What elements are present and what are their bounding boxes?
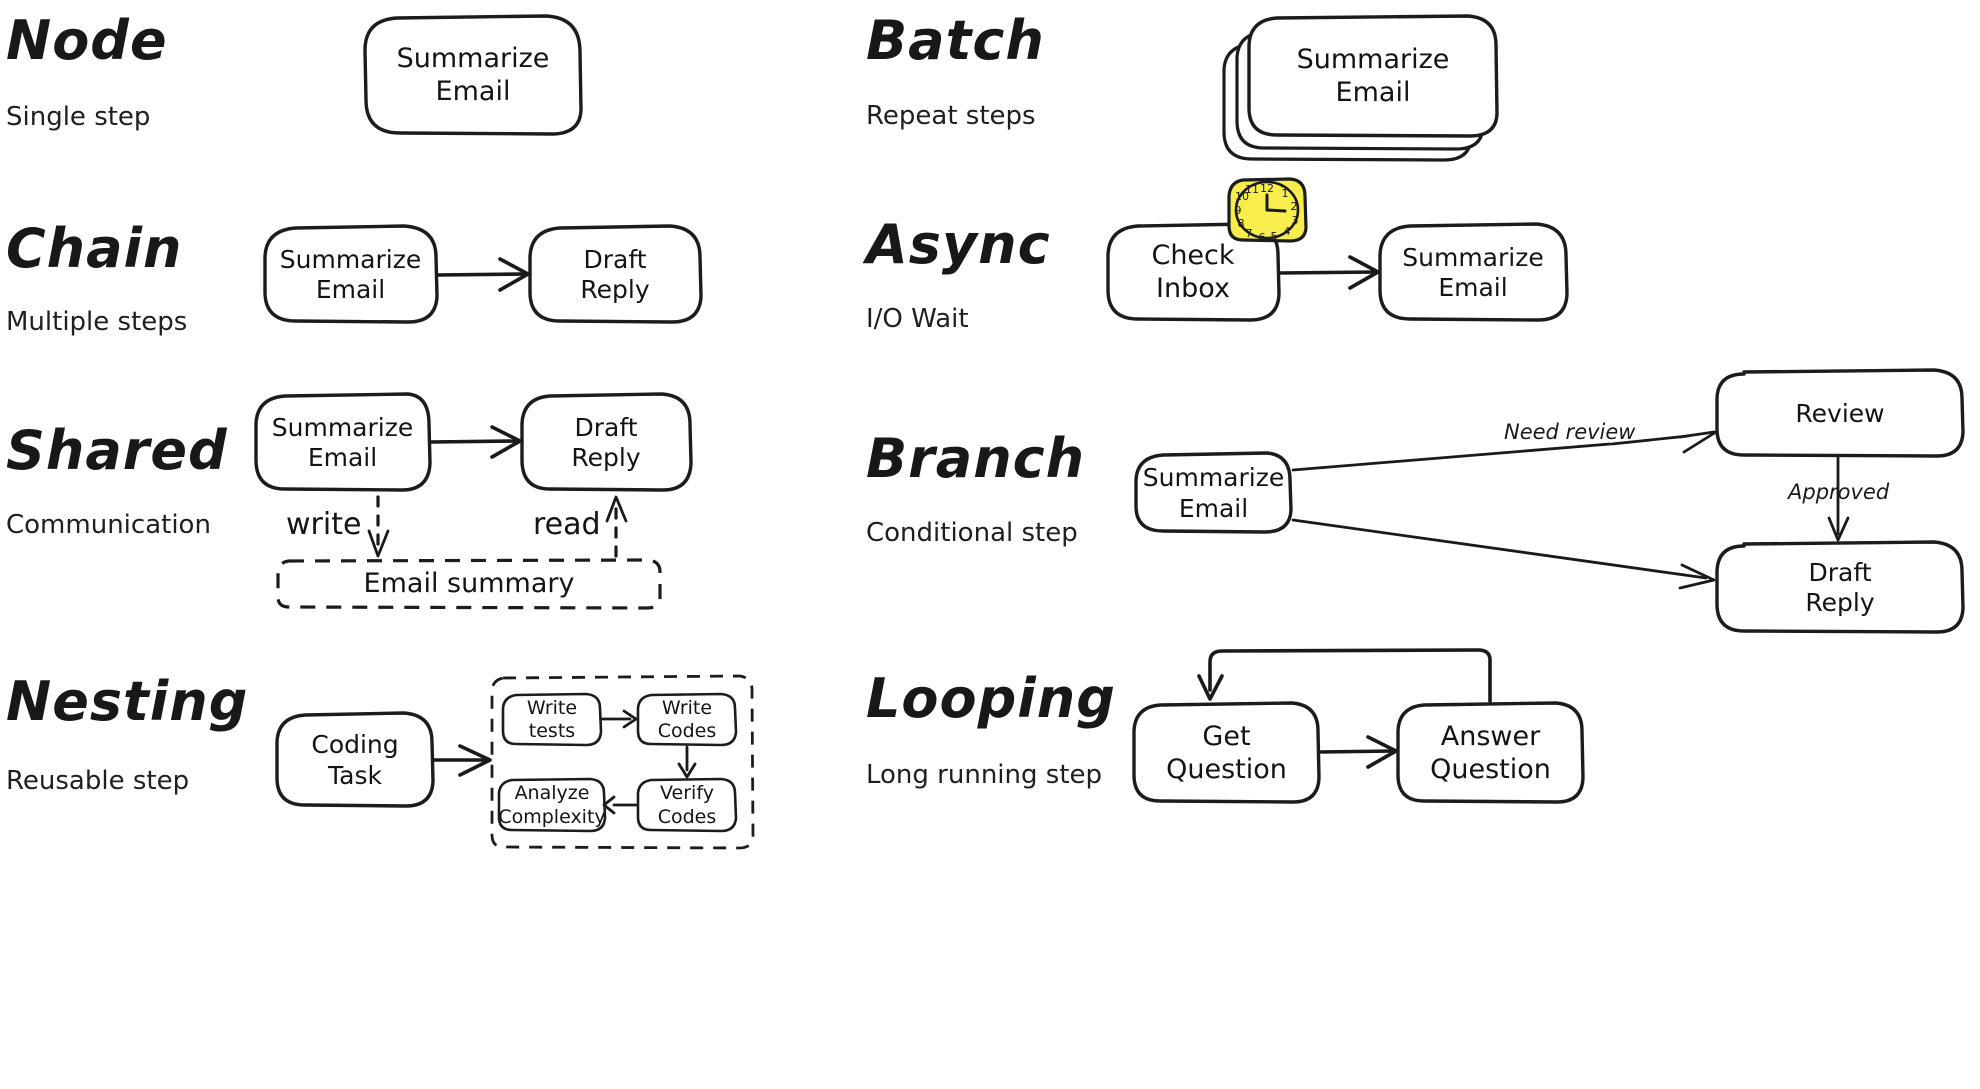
section-subtitle-batch: Repeat steps (866, 101, 1036, 131)
chain-draft-reply-label: Draft Reply (580, 244, 650, 305)
clock-icon: 12 1 2 3 4 5 6 7 8 9 10 11 (1227, 177, 1308, 244)
nesting-edge-codes-to-verify-arrowhead (677, 762, 697, 779)
looping-edge-forward-arrowhead (1366, 735, 1398, 769)
node-summarize-email-shape[interactable] (363, 14, 583, 136)
shared-write-label: write (286, 507, 362, 542)
shared-email-summary-label: Email summary (363, 568, 575, 600)
shared-summarize-email-shape[interactable] (254, 392, 432, 492)
nesting-inner-group-shape (490, 674, 755, 850)
svg-text:7: 7 (1246, 227, 1253, 240)
chain-edge-line (436, 272, 528, 277)
nesting-edge-tests-to-codes-arrowhead (622, 709, 638, 729)
section-title-async: Async (866, 213, 1051, 276)
looping-edge-back-arrowhead (1197, 674, 1224, 701)
section-subtitle-async: I/O Wait (866, 304, 969, 334)
async-edge-arrowhead (1348, 255, 1380, 290)
batch-summarize-email-shape[interactable] (1247, 14, 1499, 138)
branch-review-label: Review (1795, 398, 1885, 428)
nesting-entry-arrowhead (458, 744, 492, 777)
nesting-coding-task-shape[interactable] (275, 711, 435, 808)
looping-get-question-shape[interactable] (1132, 701, 1321, 804)
nesting-coding-task-label: Coding Task (311, 730, 399, 790)
branch-draft-reply-label: Draft Reply (1805, 557, 1875, 618)
nesting-write-tests-label: Write tests (526, 696, 578, 742)
svg-text:11: 11 (1245, 183, 1259, 196)
looping-answer-question-shape[interactable] (1396, 701, 1585, 804)
nesting-verify-codes-label: Verify Codes (657, 782, 717, 828)
branch-approved-label: Approved (1788, 480, 1890, 504)
nesting-analyze-complexity-shape[interactable] (497, 777, 607, 833)
svg-text:4: 4 (1284, 225, 1291, 238)
section-subtitle-nesting: Reusable step (6, 766, 190, 796)
branch-edge-approved-arrowhead (1827, 516, 1850, 542)
shared-email-summary-shape[interactable] (276, 558, 662, 610)
async-summarize-email-shape[interactable] (1378, 222, 1569, 322)
section-title-branch: Branch (866, 427, 1086, 490)
chain-edge-arrowhead (498, 257, 530, 292)
chain-summarize-email-label: Summarize Email (279, 244, 422, 305)
section-title-shared: Shared (6, 419, 228, 482)
shared-read-arrowhead (605, 495, 628, 523)
node-summarize-email-label: Summarize Email (396, 43, 550, 107)
section-title-batch: Batch (866, 9, 1045, 72)
clock-numerals: 12 1 2 3 4 5 6 7 8 9 10 11 (1235, 182, 1299, 244)
svg-text:12: 12 (1260, 182, 1274, 195)
svg-text:8: 8 (1238, 217, 1245, 230)
branch-edge-need-review-line (1291, 442, 1612, 472)
shared-summarize-email-label: Summarize Email (271, 412, 414, 473)
branch-review-shape[interactable] (1715, 368, 1965, 458)
looping-get-question-label: Get Question (1166, 720, 1287, 785)
svg-text:5: 5 (1271, 230, 1278, 243)
clock-hand-minute (1265, 208, 1287, 213)
section-title-chain: Chain (6, 217, 183, 280)
branch-edge-direct-arrowhead (1678, 563, 1716, 590)
looping-edge-back-line (1208, 648, 1492, 703)
section-subtitle-node: Single step (6, 102, 151, 132)
svg-text:10: 10 (1235, 190, 1249, 203)
shared-draft-reply-shape[interactable] (520, 392, 693, 492)
branch-summarize-email-label: Summarize Email (1142, 463, 1285, 523)
svg-text:2: 2 (1291, 200, 1298, 213)
nesting-write-codes-label: Write Codes (657, 696, 717, 742)
looping-edge-forward-line (1318, 749, 1396, 754)
branch-edge-need-review-line2 (1610, 434, 1690, 446)
svg-text:3: 3 (1292, 214, 1299, 227)
section-subtitle-looping: Long running step (866, 760, 1103, 790)
shared-draft-reply-label: Draft Reply (571, 412, 641, 473)
svg-text:9: 9 (1235, 204, 1242, 217)
branch-edge-direct-line (1291, 518, 1708, 580)
svg-text:6: 6 (1259, 231, 1266, 244)
nesting-edge-verify-to-analyze-arrowhead (602, 795, 616, 815)
chain-summarize-email-shape[interactable] (263, 224, 439, 324)
shared-edge-line (429, 439, 520, 444)
branch-need-review-label: Need review (1504, 420, 1636, 444)
nesting-write-tests-shape[interactable] (501, 692, 603, 747)
async-edge-line (1278, 270, 1378, 275)
branch-summarize-email-shape[interactable] (1134, 451, 1293, 534)
batch-summarize-email-label: Summarize Email (1296, 44, 1450, 108)
nesting-analyze-complexity-label: Analyze Complexity (498, 782, 606, 828)
section-subtitle-branch: Conditional step (866, 518, 1078, 548)
async-summarize-email-label: Summarize Email (1402, 242, 1544, 303)
chain-draft-reply-shape[interactable] (528, 224, 703, 324)
nesting-verify-codes-shape[interactable] (636, 777, 738, 833)
section-title-looping: Looping (866, 667, 1116, 730)
async-check-inbox-label: Check Inbox (1151, 240, 1235, 304)
shared-read-label: read (533, 507, 601, 542)
section-title-node: Node (6, 9, 168, 72)
section-subtitle-shared: Communication (6, 510, 211, 540)
branch-draft-reply-shape[interactable] (1715, 540, 1965, 634)
looping-answer-question-label: Answer Question (1430, 720, 1551, 785)
nesting-write-codes-shape[interactable] (636, 692, 738, 747)
section-subtitle-chain: Multiple steps (6, 307, 188, 337)
shared-edge-arrowhead (490, 425, 522, 459)
svg-text:1: 1 (1282, 187, 1289, 200)
section-title-nesting: Nesting (6, 670, 249, 733)
shared-write-arrowhead (367, 529, 390, 558)
